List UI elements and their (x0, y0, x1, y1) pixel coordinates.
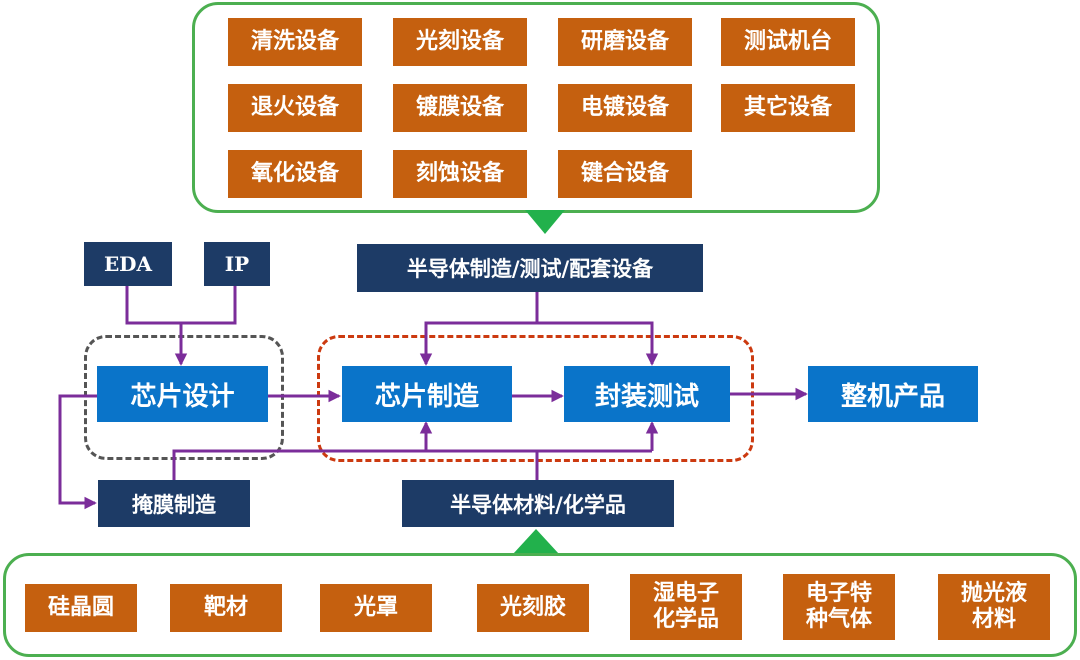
mask-node: 掩膜制造 (98, 480, 250, 527)
material-item: 电子特种气体 (783, 574, 895, 640)
material-item: 抛光液材料 (938, 574, 1050, 640)
mask-link (172, 449, 652, 480)
equipment-item: 退火设备 (228, 84, 362, 132)
equipment-supply-node: 半导体制造/测试/配套设备 (357, 244, 703, 292)
equipment-group-pointer (525, 210, 565, 234)
eda-node: EDA (84, 242, 172, 286)
equipment-item: 刻蚀设备 (393, 150, 527, 198)
design-to-mask-arrow (58, 394, 97, 510)
packaging-node: 封装测试 (564, 366, 730, 422)
equipment-item: 研磨设备 (558, 18, 692, 66)
equipment-item: 清洗设备 (228, 18, 362, 66)
material-item: 硅晶圆 (25, 584, 137, 632)
equipment-item: 光刻设备 (393, 18, 527, 66)
equipment-to-packaging-arrow (537, 321, 659, 366)
equipment-item: 测试机台 (721, 18, 855, 66)
design-node: 芯片设计 (97, 366, 268, 422)
equipment-item: 镀膜设备 (393, 84, 527, 132)
materials-group-pointer (513, 529, 559, 554)
material-item: 靶材 (170, 584, 282, 632)
equipment-to-manufacture-arrow (419, 321, 537, 366)
material-item: 湿电子化学品 (630, 574, 742, 640)
equipment-item: 其它设备 (721, 84, 855, 132)
material-item: 光罩 (320, 584, 432, 632)
manufacture-node: 芯片制造 (342, 366, 512, 422)
product-node: 整机产品 (808, 366, 978, 422)
material-item: 光刻胶 (477, 584, 589, 632)
materials-supply-node: 半导体材料/化学品 (402, 480, 674, 527)
ip-node: IP (204, 242, 270, 286)
equipment-item: 电镀设备 (558, 84, 692, 132)
equipment-item: 键合设备 (558, 150, 692, 198)
equipment-item: 氧化设备 (228, 150, 362, 198)
eda-connector (125, 286, 237, 325)
